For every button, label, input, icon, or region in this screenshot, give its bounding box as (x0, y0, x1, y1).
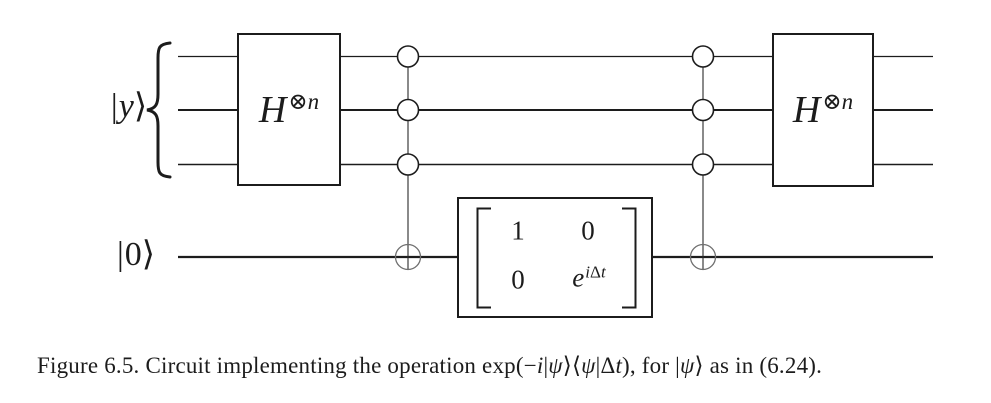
otimes-icon: ⊗ (822, 89, 842, 114)
hadamard-label-right: H⊗n (792, 89, 854, 131)
matrix-entry-r1c2: 0 (581, 215, 595, 246)
control-dot (396, 153, 420, 176)
matrix-right-bracket (622, 207, 637, 309)
brace-icon (146, 41, 172, 179)
delta-symbol: Δ (590, 262, 601, 282)
matrix-entry-r2c1: 0 (511, 264, 525, 295)
hadamard-box-right (772, 33, 874, 187)
control-dot (396, 98, 420, 122)
matrix-entry-r2c2: eiΔt (572, 262, 606, 293)
figure-caption: Figure 6.5. Circuit implementing the ope… (37, 353, 823, 378)
cnot-target-icon (689, 243, 717, 271)
control-dot (396, 45, 420, 68)
ket-zero-label: |0⟩ (116, 236, 156, 273)
circuit-diagram (146, 33, 933, 318)
control-dot (691, 98, 715, 122)
control-dot (691, 153, 715, 176)
hadamard-box-left (237, 33, 341, 186)
control-dot (691, 45, 715, 68)
ket-y-label: |y⟩ (110, 88, 148, 125)
matrix-entry-r1c1: 1 (511, 215, 525, 246)
matrix-left-bracket (476, 207, 491, 309)
otimes-icon: ⊗ (288, 89, 308, 114)
phase-gate-box (457, 197, 653, 318)
cnot-target-icon (394, 243, 422, 271)
hadamard-label-left: H⊗n (258, 89, 320, 131)
